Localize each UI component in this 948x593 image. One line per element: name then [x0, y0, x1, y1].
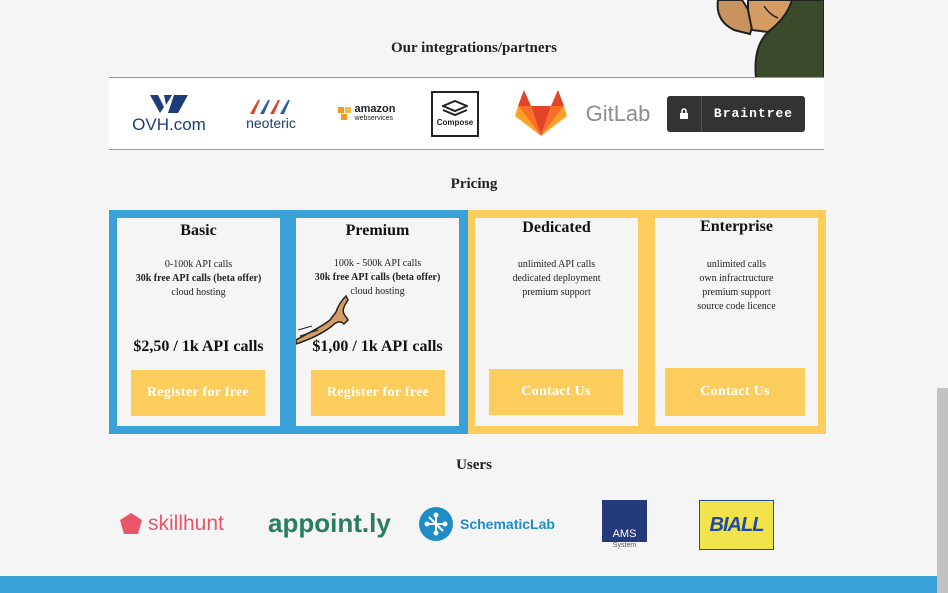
- ovh-icon: [150, 94, 188, 113]
- feature-line: premium support: [522, 287, 591, 298]
- webservices-text: webservices: [354, 115, 394, 122]
- partners-band: OVH.com neoteric amazon webservices: [109, 77, 824, 150]
- feature-line: cloud hosting: [171, 287, 226, 298]
- ovh-logo[interactable]: OVH.com: [129, 78, 209, 149]
- register-for-free-button[interactable]: Register for free: [311, 370, 445, 416]
- plan-features: unlimited API calls dedicated deployment…: [475, 258, 638, 300]
- gitlab-fox-icon: [514, 89, 567, 136]
- gitlab-logo[interactable]: GitLab: [507, 78, 657, 149]
- contact-us-button[interactable]: Contact Us: [665, 368, 805, 416]
- users-title: Users: [456, 457, 492, 473]
- ams-sub-text: System: [612, 542, 637, 549]
- ams-logo[interactable]: AMS System: [602, 500, 647, 550]
- amazon-text: amazon: [354, 103, 396, 115]
- feature-line: source code licence: [697, 301, 776, 312]
- skillhunt-logo[interactable]: skillhunt: [118, 510, 224, 538]
- neoteric-logo[interactable]: neoteric: [237, 78, 305, 149]
- feature-line: own infractructure: [699, 273, 774, 284]
- feature-line: premium support: [702, 287, 771, 298]
- neoteric-icon: [250, 99, 290, 114]
- plan-name: Premium: [345, 222, 410, 239]
- compose-text: Compose: [436, 118, 474, 127]
- plan-features: 100k - 500k API calls 30k free API calls…: [296, 257, 459, 299]
- plan-name: Basic: [180, 222, 217, 239]
- biall-logo[interactable]: BIALL: [699, 500, 774, 550]
- skillhunt-gem-icon: [120, 513, 142, 534]
- amazon-webservices-logo[interactable]: amazon webservices: [331, 78, 401, 149]
- plan-card-enterprise: Enterprise unlimited calls own infractru…: [655, 218, 818, 426]
- pricing-title: Pricing: [450, 176, 498, 192]
- ams-text: AMS: [612, 528, 637, 540]
- plan-name: Dedicated: [522, 219, 591, 236]
- plan-card-premium: Premium 100k - 500k API calls 30k free A…: [296, 218, 459, 426]
- feature-line: 0-100k API calls: [164, 259, 233, 270]
- plan-price: $1,00 / 1k API calls: [312, 338, 443, 355]
- compose-logo[interactable]: Compose: [431, 78, 479, 149]
- robot-hand-illustration: [296, 294, 349, 345]
- lock-icon: [680, 107, 688, 119]
- partners-title: Our integrations/partners: [391, 40, 557, 56]
- feature-line: dedicated deployment: [512, 273, 601, 284]
- plan-name: Enterprise: [700, 218, 773, 235]
- feature-line-bold: 30k free API calls (beta offer): [314, 272, 441, 283]
- plan-features: 0-100k API calls 30k free API calls (bet…: [117, 258, 280, 300]
- plan-card-dedicated: Dedicated unlimited API calls dedicated …: [475, 218, 638, 426]
- skillhunt-text: skillhunt: [148, 512, 224, 535]
- footer-bar: [0, 576, 937, 593]
- feature-line: 100k - 500k API calls: [333, 258, 422, 269]
- register-for-free-button[interactable]: Register for free: [131, 370, 265, 416]
- feature-line: unlimited calls: [706, 259, 767, 270]
- ovh-text: OVH.com: [132, 114, 206, 134]
- plan-card-basic: Basic 0-100k API calls 30k free API call…: [117, 218, 280, 426]
- braintree-logo[interactable]: Braintree: [667, 78, 805, 149]
- schematiclab-circuit-icon: [419, 507, 453, 541]
- feature-line-bold: 30k free API calls (beta offer): [135, 273, 262, 284]
- contact-us-button[interactable]: Contact Us: [489, 369, 623, 415]
- feature-line: unlimited API calls: [517, 259, 596, 270]
- mascot-illustration: [712, 0, 824, 78]
- compose-stack-icon: [442, 100, 468, 117]
- feature-line: cloud hosting: [350, 286, 405, 297]
- plan-features: unlimited calls own infractructure premi…: [655, 258, 818, 314]
- plan-price: $2,50 / 1k API calls: [133, 338, 264, 355]
- appointly-logo[interactable]: appoint.ly: [268, 506, 391, 540]
- biall-text: BIALL: [709, 513, 765, 536]
- neoteric-text: neoteric: [246, 114, 296, 131]
- schematiclab-text: SchematicLab: [460, 516, 555, 532]
- gitlab-text: GitLab: [585, 100, 651, 126]
- schematiclab-logo[interactable]: SchematicLab: [418, 506, 555, 542]
- aws-cubes-icon: [337, 106, 351, 120]
- appointly-text: appoint.ly: [268, 507, 391, 538]
- braintree-text: Braintree: [713, 106, 794, 121]
- scrollbar-thumb[interactable]: [937, 388, 948, 593]
